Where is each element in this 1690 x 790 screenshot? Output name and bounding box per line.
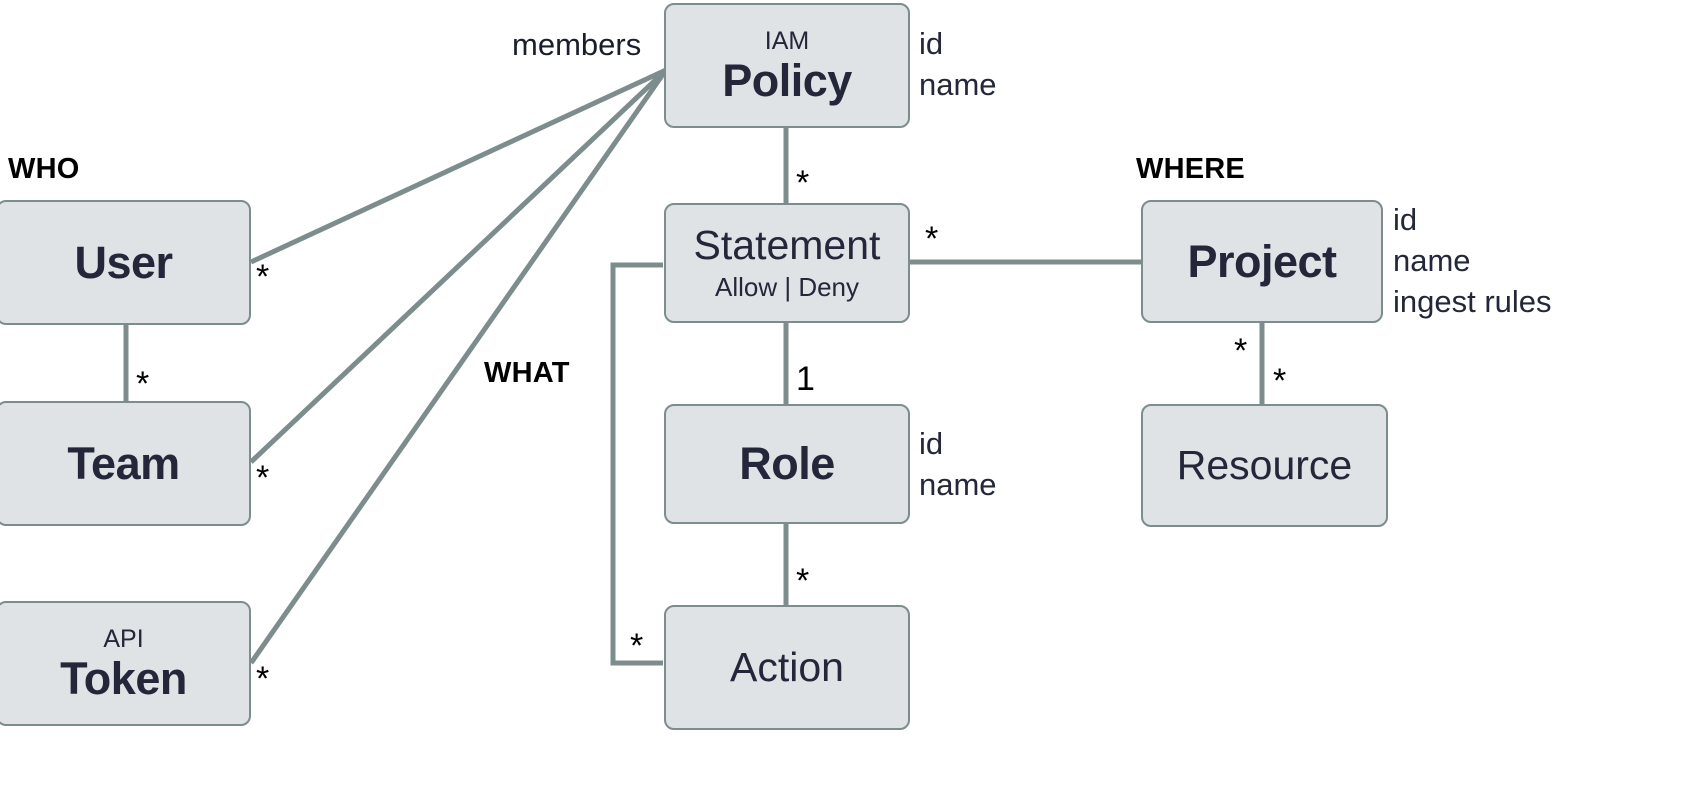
- node-user[interactable]: User: [0, 200, 251, 325]
- node-role-title: Role: [739, 438, 835, 490]
- attrs-role-item-name: name: [919, 466, 997, 502]
- mult-policy-statement: *: [796, 164, 810, 202]
- node-role[interactable]: Role: [664, 404, 910, 524]
- attrs-project-item-name: name: [1393, 242, 1471, 278]
- node-action-title: Action: [730, 643, 844, 690]
- attrs-role-item-id: id: [919, 426, 944, 461]
- node-resource[interactable]: Resource: [1141, 404, 1388, 527]
- node-project[interactable]: Project: [1141, 200, 1383, 323]
- edge-team-policy: [249, 68, 668, 464]
- mult-statement-action: *: [630, 627, 644, 665]
- mult-team-policy: *: [256, 459, 270, 497]
- edge-token-policy: [248, 68, 669, 665]
- mult-token-policy: *: [256, 660, 270, 698]
- node-team-title: Team: [67, 437, 180, 489]
- node-user-title: User: [74, 236, 173, 288]
- group-label-who: WHO: [8, 153, 80, 185]
- mult-statement-project: *: [925, 220, 939, 258]
- attrs-project-item-ingest-rules: ingest rules: [1393, 283, 1552, 319]
- attrs-role: id name: [919, 424, 997, 506]
- mult-statement-role: 1: [796, 360, 815, 398]
- mult-user-policy: *: [256, 258, 270, 296]
- edge-statement-action-bracket: [610, 262, 663, 666]
- attrs-project: id name ingest rules: [1393, 200, 1552, 323]
- node-api-token-kicker: API: [103, 624, 144, 653]
- node-policy[interactable]: IAM Policy: [664, 3, 910, 128]
- node-statement-title: Statement: [693, 221, 881, 268]
- node-action[interactable]: Action: [664, 605, 910, 730]
- node-statement[interactable]: Statement Allow | Deny: [664, 203, 910, 323]
- node-project-title: Project: [1187, 235, 1337, 287]
- mult-user-team: *: [136, 365, 150, 403]
- attrs-policy: id name: [919, 24, 997, 106]
- node-api-token[interactable]: API Token: [0, 601, 251, 726]
- node-api-token-title: Token: [60, 653, 187, 705]
- mult-project-resource-top: *: [1234, 332, 1248, 370]
- attrs-policy-item-name: name: [919, 66, 997, 102]
- attrs-policy-item-id: id: [919, 26, 944, 61]
- node-team[interactable]: Team: [0, 401, 251, 526]
- group-label-where: WHERE: [1136, 153, 1245, 185]
- edge-user-policy: [249, 67, 668, 265]
- mult-project-resource-bottom: *: [1273, 362, 1287, 400]
- node-resource-title: Resource: [1176, 441, 1353, 488]
- node-policy-kicker: IAM: [764, 26, 810, 55]
- attrs-project-item-id: id: [1393, 202, 1418, 237]
- node-statement-subtitle: Allow | Deny: [714, 271, 860, 302]
- mult-role-action: *: [796, 562, 810, 600]
- edge-label-members: members: [512, 27, 642, 62]
- node-policy-title: Policy: [722, 55, 852, 107]
- group-label-what: WHAT: [484, 357, 570, 389]
